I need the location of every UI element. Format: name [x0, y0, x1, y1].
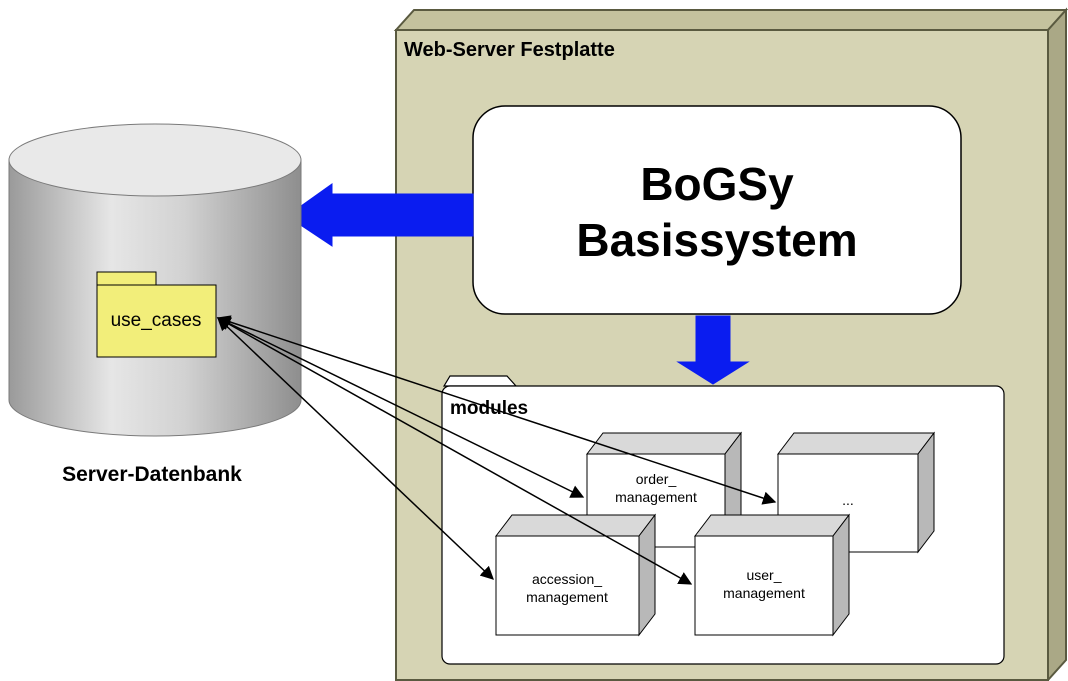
server-node-title: Web-Server Festplatte [404, 39, 615, 61]
component-top [494, 514, 657, 537]
component-user-management: user_ management [693, 513, 851, 637]
dependency-arrow-more [216, 315, 777, 505]
component-top [776, 432, 936, 455]
component-side [638, 513, 656, 637]
use-cases-folder: use_cases [96, 271, 217, 358]
bogsy-core-system: BoGSy Basissystem [472, 105, 962, 315]
component-face [694, 535, 834, 636]
core-system-box [472, 105, 962, 315]
component-side [832, 513, 850, 637]
dependency-arrows [216, 315, 777, 585]
database-cylinder-top [8, 123, 302, 197]
component-top [693, 514, 851, 537]
folder-label: use_cases [111, 310, 202, 331]
core-system-title-line2: Basissystem [576, 214, 857, 266]
folder-tab [96, 271, 157, 286]
component-label-line1: ... [842, 492, 854, 508]
component-top [585, 432, 743, 455]
folder-body [96, 284, 217, 358]
core-system-title-line1: BoGSy [640, 158, 794, 210]
component-accession-management: accession_ management [494, 513, 657, 637]
core-to-database-arrow [286, 183, 474, 247]
component-label-line1: accession_ [532, 571, 602, 587]
component-label-line1: order_ [636, 471, 677, 487]
component-label-line2: management [615, 489, 697, 505]
component-label-line1: user_ [746, 567, 781, 583]
database-label: Server-Datenbank [62, 463, 242, 486]
modules-package-tab [442, 375, 518, 387]
component-label-line2: management [723, 585, 805, 601]
server-node-side [1047, 7, 1067, 681]
component-label-line2: management [526, 589, 608, 605]
server-database: Server-Datenbank use_cases [8, 123, 302, 486]
component-side [917, 431, 935, 554]
server-node-top [393, 9, 1068, 31]
